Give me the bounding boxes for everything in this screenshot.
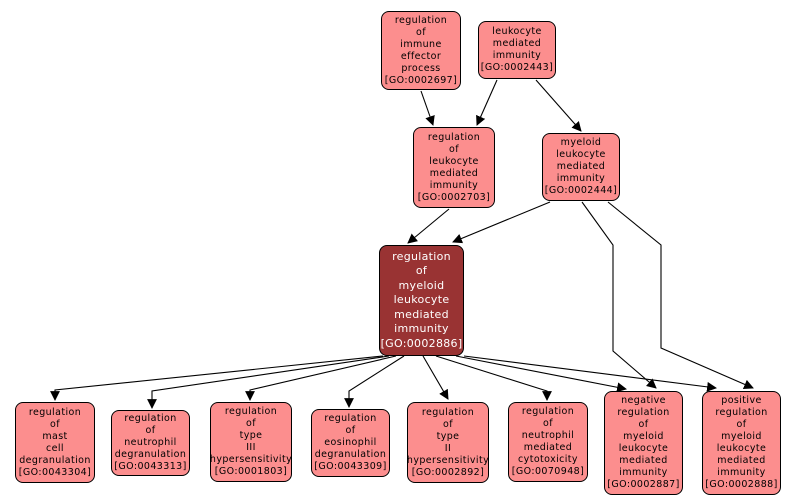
edge-GO0002886-to-GO0002888 <box>463 355 717 392</box>
edge-GO0002444-to-GO0002887 <box>581 201 657 389</box>
go-term-node-0043304[interactable]: regulation of mast cell degranulation [G… <box>15 402 95 483</box>
go-term-node-0043309[interactable]: regulation of eosinophil degranulation [… <box>311 409 390 477</box>
edge-GO0002886-to-GO0043304 <box>50 355 384 401</box>
go-term-node-0002443[interactable]: leukocyte mediated immunity [GO:0002443] <box>478 21 556 79</box>
edge-GO0002444-to-GO0002888 <box>607 201 754 389</box>
go-term-node-0002703[interactable]: regulation of leukocyte mediated immunit… <box>413 127 495 208</box>
go-term-node-0001803[interactable]: regulation of type III hypersensitivity … <box>210 402 292 482</box>
edge-GO0002697-to-GO0002703 <box>420 90 435 126</box>
edge-GO0002886-to-GO0043309 <box>344 355 405 408</box>
edge-GO0002444-to-GO0002886 <box>452 201 551 244</box>
edge-GO0002703-to-GO0002886 <box>407 208 450 244</box>
go-term-node-0002892[interactable]: regulation of type II hypersensitivity [… <box>407 402 489 483</box>
edge-GO0002886-to-GO0043313 <box>147 355 390 409</box>
go-term-node-0043313[interactable]: regulation of neutrophil degranulation [… <box>111 410 190 476</box>
go-term-node-0070948[interactable]: regulation of neutrophil mediated cytoto… <box>508 402 588 482</box>
edge-GO0002886-to-GO0002887 <box>455 355 627 393</box>
go-term-node-0002888[interactable]: positive regulation of myeloid leukocyte… <box>702 391 781 495</box>
go-term-node-0002444[interactable]: myeloid leukocyte mediated immunity [GO:… <box>542 133 620 201</box>
edge-GO0002886-to-GO0070948 <box>435 355 552 401</box>
edge-GO0002443-to-GO0002444 <box>535 79 582 132</box>
go-term-node-0002887[interactable]: negative regulation of myeloid leukocyte… <box>604 391 683 495</box>
edge-GO0002886-to-GO0002892 <box>422 355 449 400</box>
edge-GO0002443-to-GO0002703 <box>476 79 498 126</box>
edge-GO0002886-to-GO0001803 <box>245 355 397 401</box>
go-term-node-0002886-focus[interactable]: regulation of myeloid leukocyte mediated… <box>379 245 464 356</box>
go-term-node-0002697[interactable]: regulation of immune effector process [G… <box>381 11 461 90</box>
